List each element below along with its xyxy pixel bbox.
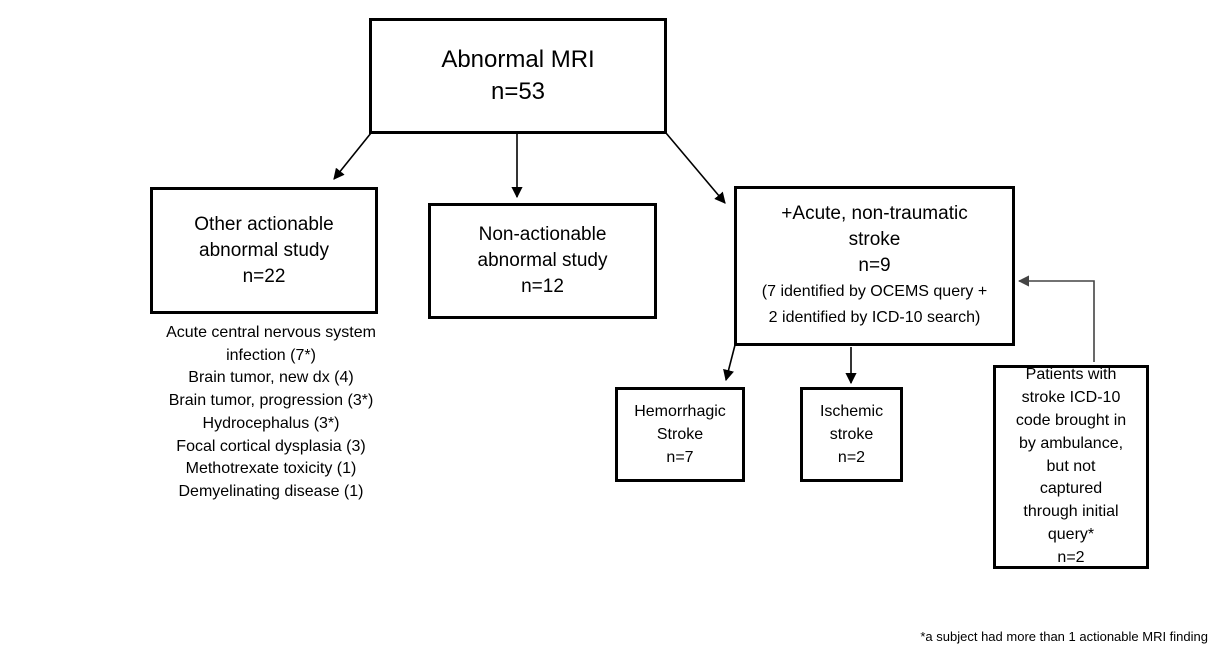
node-count: n=7: [666, 449, 694, 466]
node-other-actionable: Other actionable abnormal study n=22: [150, 187, 378, 314]
list-item: infection (7*): [226, 346, 316, 364]
list-item: Demyelinating disease (1): [178, 482, 364, 500]
list-item: Focal cortical dysplasia (3): [176, 437, 366, 455]
node-non-actionable: Non-actionable abnormal study n=12: [428, 203, 657, 319]
node-ischemic-stroke: Ischemic stroke n=2: [800, 387, 903, 482]
node-title: Stroke: [656, 426, 704, 443]
other-findings-list: Acute central nervous system infection (…: [140, 322, 402, 504]
node-count: n=53: [490, 78, 546, 105]
arrow-root-to-other: [333, 132, 372, 180]
node-detail: 2 identified by ICD-10 search): [768, 309, 981, 326]
node-text-line: stroke ICD-10: [1021, 389, 1121, 407]
list-item: Methotrexate toxicity (1): [185, 460, 357, 478]
list-item: Hydrocephalus (3*): [202, 414, 340, 432]
node-acute-stroke: +Acute, non-traumatic stroke n=9 (7 iden…: [734, 186, 1015, 346]
node-count: n=12: [521, 276, 564, 297]
list-item: Acute central nervous system: [166, 324, 376, 341]
node-title: stroke: [829, 426, 874, 443]
node-count: n=22: [242, 265, 286, 287]
footnote: *a subject had more than 1 actionable MR…: [920, 629, 1208, 644]
node-text-line: captured: [1039, 480, 1103, 498]
node-title: +Acute, non-traumatic: [781, 203, 968, 224]
node-count: n=9: [858, 255, 891, 276]
node-text-line: by ambulance,: [1018, 434, 1124, 452]
node-text-line: through initial: [1023, 503, 1119, 521]
arrow-icd-to-stroke: [1017, 275, 1095, 362]
node-title: Non-actionable: [478, 224, 607, 245]
node-title: abnormal study: [199, 239, 329, 261]
node-icd-patients: Patients with stroke ICD-10 code brought…: [993, 365, 1149, 569]
node-title: stroke: [848, 229, 901, 250]
node-text-line: code brought in: [1015, 412, 1127, 430]
node-text-line: but not: [1046, 457, 1096, 475]
node-title: Hemorrhagic: [634, 403, 726, 420]
node-abnormal-mri: Abnormal MRI n=53: [369, 18, 667, 134]
node-detail: (7 identified by OCEMS query +: [761, 283, 988, 300]
node-title: Ischemic: [819, 403, 884, 420]
node-title: Other actionable: [194, 213, 334, 235]
arrow-stroke-to-hemorrhagic: [723, 344, 736, 382]
node-hemorrhagic-stroke: Hemorrhagic Stroke n=7: [615, 387, 745, 482]
list-item: Brain tumor, new dx (4): [188, 369, 354, 387]
node-count: n=2: [837, 449, 866, 466]
node-count: n=2: [1057, 548, 1085, 566]
node-text-line: query*: [1047, 526, 1095, 543]
arrow-root-to-stroke: [665, 132, 726, 204]
list-item: Brain tumor, progression (3*): [168, 392, 374, 410]
node-title: Abnormal MRI: [441, 46, 595, 73]
node-text-line: Patients with: [1025, 366, 1117, 384]
node-title: abnormal study: [477, 250, 608, 271]
